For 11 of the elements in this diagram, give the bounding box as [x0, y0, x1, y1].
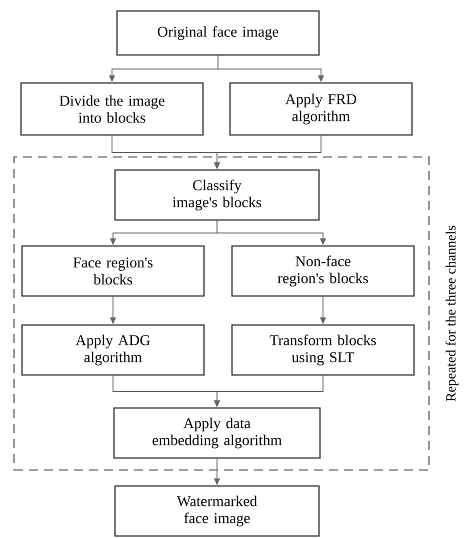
region-label: Repeated for the three channels [446, 226, 458, 402]
process-box: Transform blocks using SLT [231, 324, 415, 376]
process-box: Face region's blocks [21, 245, 205, 297]
process-box: Apply data embedding algorithm [113, 407, 321, 459]
process-box: Non-face region's blocks [231, 245, 415, 297]
process-box: Classify image's blocks [114, 169, 320, 221]
process-box: Divide the image into blocks [20, 82, 204, 136]
process-box: Original face image [116, 10, 320, 56]
process-box: Apply FRD algorithm [229, 82, 413, 136]
process-box: Watermarked face image [114, 485, 320, 537]
process-box: Apply ADG algorithm [21, 324, 205, 376]
